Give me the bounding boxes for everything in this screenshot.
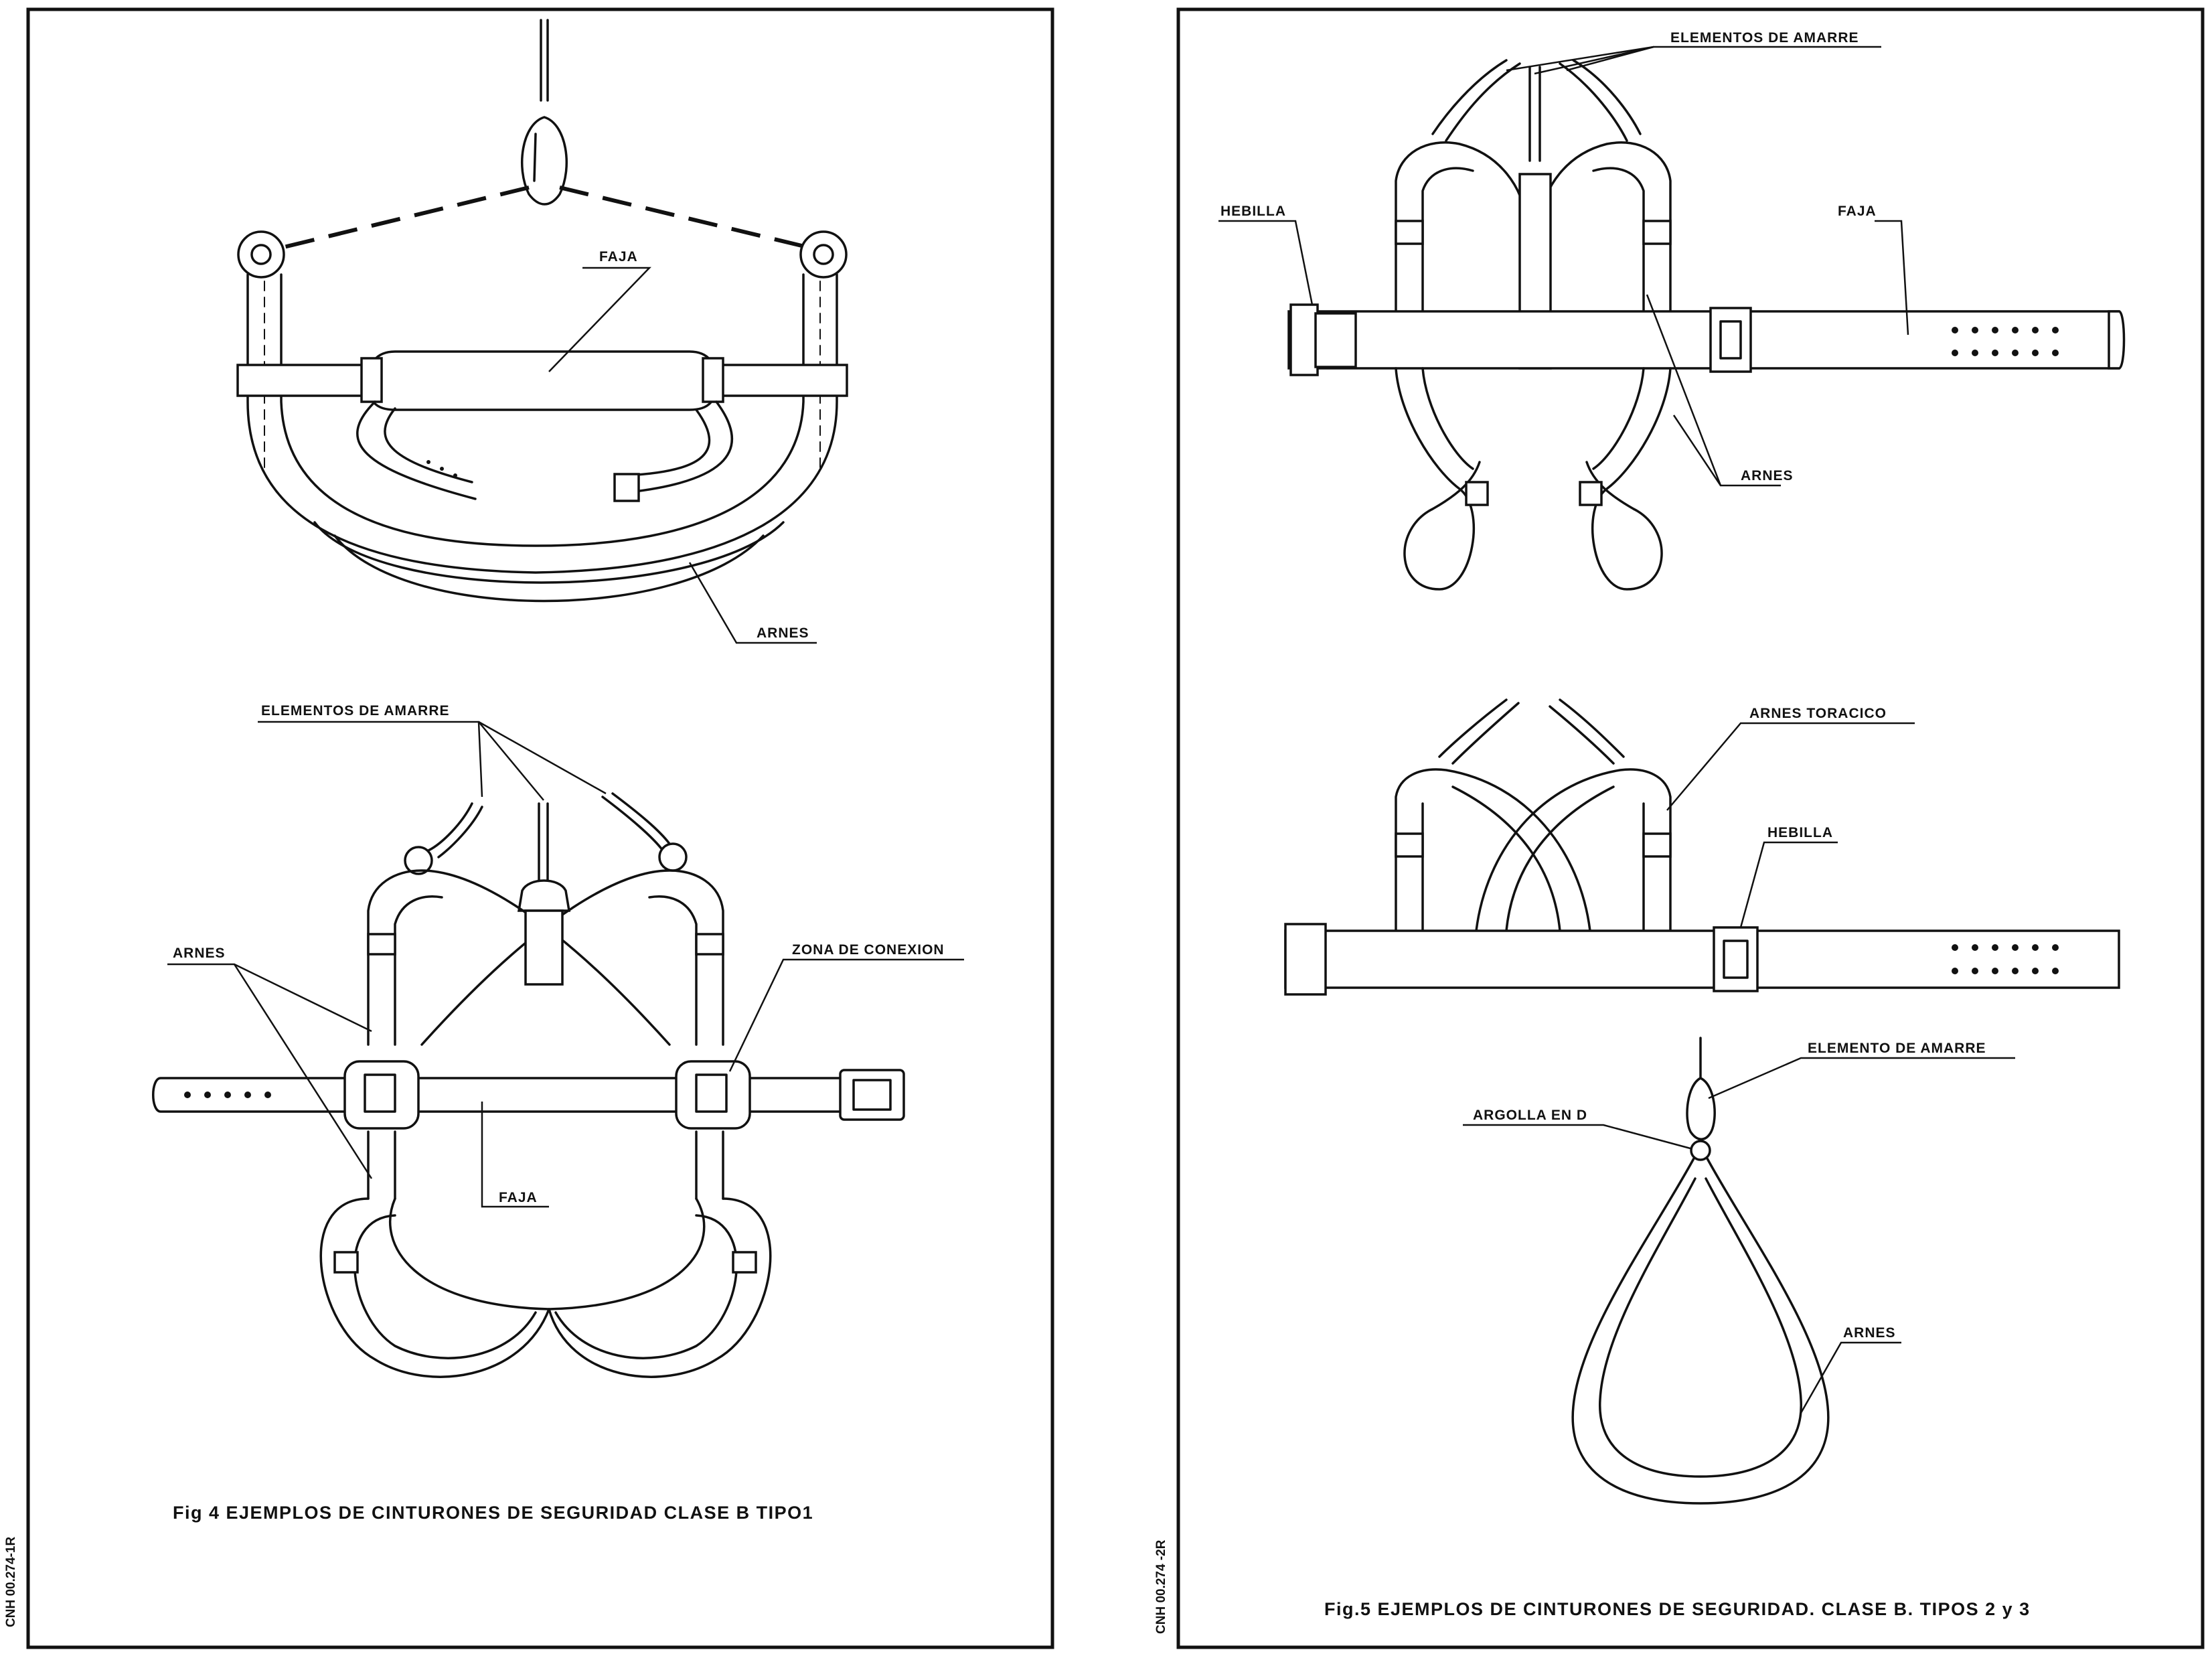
faja-pad	[367, 350, 718, 411]
leg-loop-left	[1395, 367, 1481, 591]
right-panel: CNH 00.274 -2R	[1154, 7, 2205, 1649]
seat-strap	[388, 1197, 706, 1310]
right-d-ring	[799, 230, 848, 279]
left-caption: Fig 4 EJEMPLOS DE CINTURONES DE SEGURIDA…	[173, 1503, 813, 1523]
strap-buckle	[613, 473, 640, 502]
buckle-hebilla	[1713, 926, 1759, 992]
fig5-middle-chest-harness-drawing	[1284, 698, 2120, 996]
belt-holes	[1952, 944, 2059, 974]
fig4-bottom-harness-drawing	[152, 792, 905, 1378]
label-arnes-toracico: ARNES TORACICO	[1749, 706, 1887, 721]
label-elementos-amarre-r: ELEMENTOS DE AMARRE	[1670, 30, 1859, 46]
outer-harness	[246, 273, 838, 574]
right-panel-frame	[1176, 7, 2205, 1649]
connection-zone-left	[343, 1060, 420, 1130]
left-panel-frame	[26, 7, 1054, 1649]
label-hebilla-r-top: HEBILLA	[1220, 204, 1286, 219]
left-panel: CNH 00.274-1R	[4, 7, 1054, 1649]
label-arnes-bottom: ARNES	[173, 946, 226, 961]
snap-hook	[1686, 1077, 1716, 1140]
label-faja-top: FAJA	[599, 249, 638, 265]
leg-loop-right	[1585, 367, 1672, 591]
belt	[1284, 929, 2120, 989]
belt	[1287, 310, 2120, 370]
right-lanyard	[601, 796, 664, 852]
fig5-bottom-dring-harness-drawing	[1571, 1037, 1830, 1505]
belt-holes	[1952, 327, 2059, 356]
belt-buckle	[839, 1069, 905, 1121]
fig5-top-harness-drawing	[1287, 59, 2126, 591]
shoulder-strap-left	[367, 869, 671, 1046]
label-elemento-amarre: ELEMENTO DE AMARRE	[1808, 1041, 1986, 1056]
fig4-top-belt-drawing	[236, 19, 848, 603]
connection-zone-right	[675, 1060, 751, 1130]
label-arnes-r-top: ARNES	[1741, 468, 1794, 483]
left-d-ring	[237, 230, 285, 279]
label-elementos-amarre: ELEMENTOS DE AMARRE	[261, 703, 450, 719]
right-side-code: CNH 00.274 -2R	[1154, 1539, 1168, 1634]
label-hebilla-r-mid: HEBILLA	[1767, 825, 1833, 840]
label-argolla-d: ARGOLLA EN D	[1473, 1108, 1587, 1123]
snap-hook	[521, 116, 568, 206]
left-side-code: CNH 00.274-1R	[4, 1537, 18, 1627]
back-strap	[524, 909, 564, 986]
belt	[152, 1077, 882, 1113]
buckle-hebilla	[1314, 312, 1357, 368]
label-arnes-top: ARNES	[757, 625, 809, 641]
d-ring	[1690, 1140, 1711, 1161]
left-lanyard	[427, 802, 473, 852]
label-faja-bottom: FAJA	[499, 1190, 538, 1205]
label-faja-r: FAJA	[1838, 204, 1877, 219]
leg-loop-right	[548, 1197, 772, 1378]
label-arnes-r-bottom: ARNES	[1843, 1325, 1896, 1341]
leg-loop-left	[319, 1197, 550, 1378]
shoulder-strap-right	[420, 869, 724, 1046]
right-caption: Fig.5 EJEMPLOS DE CINTURONES DE SEGURIDA…	[1324, 1599, 2031, 1619]
label-zona-conexion: ZONA DE CONEXION	[792, 942, 945, 958]
triangle-strap-outer	[1571, 1157, 1830, 1505]
